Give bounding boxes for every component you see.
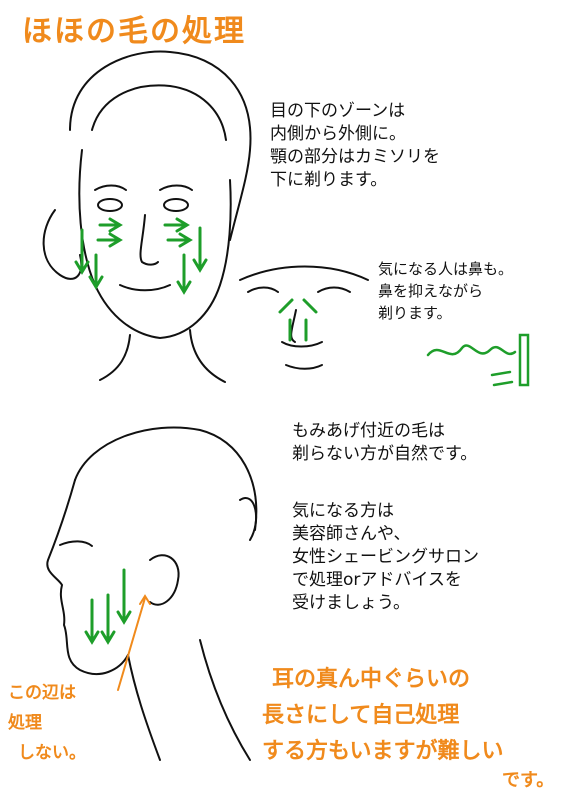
profile-face-illustration (46, 426, 258, 761)
front-face-illustration (42, 50, 252, 383)
razor-doodle (426, 333, 530, 387)
note-under-eye: 目の下のゾーンは 内側から外側に。 顎の部分はカミソリを 下に剃ります。 (270, 101, 440, 190)
note-nose: 気になる人は鼻も。 鼻を抑えながら 剃ります。 (378, 260, 514, 322)
handwritten-ear-length: 耳の真ん中ぐらいの 長さにして自己処理 する方もいますが難しい です。 (262, 667, 555, 791)
nose-face-illustration (239, 265, 369, 370)
note-sideburns: もみあげ付近の毛は 剃らない方が自然です。 (292, 421, 478, 464)
note-salon: 気になる方は 美容師さんや、 女性シェービングサロン で処理orアドバイスを 受… (292, 501, 479, 613)
profile-arrows (84, 568, 132, 645)
page-title: ほほの毛の処理 (22, 14, 246, 49)
orange-pointers (117, 594, 151, 691)
nose-arrows (278, 298, 318, 342)
front-face-arrows (74, 217, 208, 295)
handwritten-dont-process: この辺は 処理 しない。 (8, 683, 86, 763)
